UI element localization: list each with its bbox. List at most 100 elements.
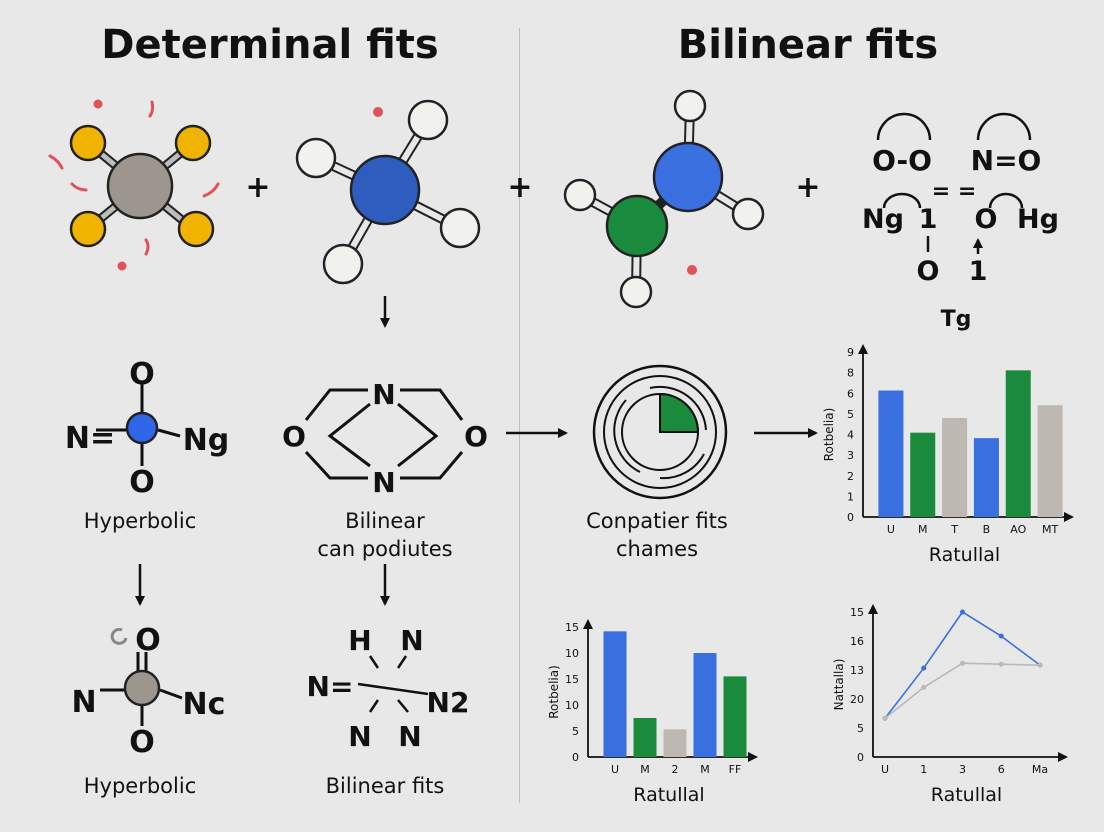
x-tick-label: Ma (1032, 763, 1048, 776)
gray-atom (123, 669, 161, 707)
bl-n2: N2 (427, 686, 470, 719)
bar (973, 438, 999, 517)
data-point (921, 684, 927, 690)
y-tick-label: 5 (857, 722, 864, 735)
series-line (884, 662, 1041, 719)
y-tick-label: 4 (847, 429, 854, 442)
bl-h: H (348, 624, 371, 657)
hyperbolic-structure-top: O N= Ng O (65, 357, 229, 500)
red-dot (117, 261, 127, 271)
label-one: 1 (919, 204, 938, 235)
molecule-blue-white (295, 99, 481, 285)
plus-sign: + (795, 170, 820, 205)
caption-bilinear-top-1: Bilinear (345, 509, 425, 533)
white-atom (295, 137, 337, 179)
x-tick-label: 6 (998, 763, 1005, 776)
red-dot (373, 107, 383, 117)
bl-n-left: N= (307, 670, 354, 703)
x-tick-label: B (983, 523, 991, 536)
y-tick-label: 1 (847, 490, 854, 503)
y-tick-label: 2 (847, 470, 854, 483)
x-tick-label: M (700, 763, 710, 776)
y-tick-label: 6 (847, 387, 854, 400)
data-point (998, 661, 1004, 667)
y-tick-label: 3 (847, 449, 854, 462)
molecule-gray-yellow (48, 99, 220, 271)
x-axis-label: Ratullal (633, 784, 704, 806)
label-tg: Tg (941, 307, 972, 332)
plus-sign: + (245, 170, 270, 205)
y-tick-label: 5 (847, 408, 854, 421)
red-dot (687, 265, 697, 275)
white-atom (731, 197, 765, 231)
white-atom (322, 243, 364, 285)
label-oo: O-O (872, 144, 932, 177)
cycle-diagram (592, 364, 728, 500)
bilinear-structure: H N N= N2 N N (307, 624, 470, 753)
data-point (1037, 662, 1043, 668)
data-point (921, 665, 927, 671)
hyp-o-top: O (129, 357, 155, 392)
label-ng: Ng (862, 204, 904, 235)
white-atom (563, 178, 597, 212)
caption-bilinear-bottom: Bilinear fits (325, 774, 445, 798)
bar (723, 676, 747, 757)
label-one-small: 1 (969, 256, 988, 287)
x-tick-label: MT (1042, 523, 1058, 536)
molecule-blue-green (563, 89, 765, 309)
y-axis-label: Rotbelia) (822, 408, 836, 462)
x-tick-label: T (950, 523, 958, 536)
gray-atom (106, 152, 174, 220)
y-tick-label: 0 (857, 751, 864, 764)
x-tick-label: 2 (672, 763, 679, 776)
blue-atom (349, 154, 421, 226)
x-tick-label: M (640, 763, 650, 776)
y-tick-label: 10 (565, 647, 579, 660)
ring-n-top: N (372, 378, 395, 411)
bar (878, 390, 904, 517)
hyp2-o-bottom: O (129, 725, 155, 760)
x-tick-label: U (887, 523, 895, 536)
hyperbolic-structure-bottom: O N Nc O (71, 623, 225, 760)
y-tick-label: 8 (847, 367, 854, 380)
yellow-atom (69, 124, 107, 162)
data-point (960, 660, 965, 666)
data-point (998, 633, 1004, 639)
x-axis-label: Ratullal (931, 784, 1002, 806)
hyp2-o-top: O (135, 623, 161, 658)
label-hg: Hg (1017, 204, 1059, 235)
bar (693, 653, 717, 757)
blue-atom (652, 141, 724, 213)
hyp-n-left: N= (65, 421, 115, 456)
yellow-atom (177, 210, 215, 248)
x-axis-label: Ratullal (929, 544, 1000, 566)
y-tick-label: 15 (565, 673, 579, 686)
y-tick-label: 20 (850, 693, 864, 706)
ring-structure (304, 388, 464, 480)
green-atom (605, 194, 669, 258)
center-divider (519, 28, 520, 803)
y-tick-label: 15 (850, 606, 864, 619)
y-tick-label: 16 (850, 635, 864, 648)
bl-n-top: N (400, 624, 423, 657)
caption-computer-2: chames (615, 537, 699, 561)
y-tick-label: 13 (850, 664, 864, 677)
hyp2-nc: Nc (183, 687, 226, 722)
hyp2-n-left: N (71, 685, 96, 720)
y-tick-label: 15 (565, 621, 579, 634)
formula-group: O-O N=O = = Ng 1 O Hg O 1 Tg (862, 112, 1059, 332)
x-tick-label: FF (729, 763, 742, 776)
bar (1005, 370, 1031, 517)
bl-n-bottom-right: N (398, 720, 421, 753)
double-equals: = = (932, 179, 977, 204)
white-atom (619, 275, 653, 309)
bar (603, 631, 627, 757)
caption-computer-1: Conpatier fits (586, 509, 728, 533)
ring-o-right: O (464, 420, 488, 453)
y-axis-label: Rotbelia) (547, 665, 561, 719)
caption-hyperbolic-top: Hyperbolic (83, 509, 197, 533)
bar (1037, 405, 1063, 517)
